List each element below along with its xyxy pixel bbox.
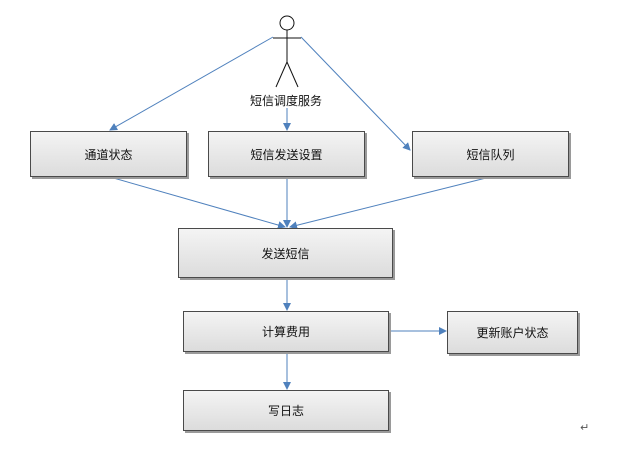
node-calc-fee[interactable]: 计算费用 (183, 311, 389, 352)
arrow-channel-status-to-send-sms (109, 176, 286, 229)
actor-stick-figure-icon (273, 15, 301, 88)
node-update-account[interactable]: 更新账户状态 (447, 311, 578, 354)
arrow-sms-queue-to-send-sms (289, 176, 491, 230)
node-sms-queue[interactable]: 短信队列 (412, 131, 569, 177)
node-channel-status[interactable]: 通道状态 (30, 131, 187, 177)
node-send-settings[interactable]: 短信发送设置 (208, 131, 365, 177)
actor-label: 短信调度服务 (250, 94, 323, 108)
arrow-actor-to-sms-queue (300, 36, 411, 151)
node-write-log[interactable]: 写日志 (183, 390, 389, 431)
arrow-actor-to-channel-status (109, 36, 274, 131)
paragraph-mark: ↵ (580, 421, 590, 434)
node-send-sms[interactable]: 发送短信 (178, 228, 393, 278)
